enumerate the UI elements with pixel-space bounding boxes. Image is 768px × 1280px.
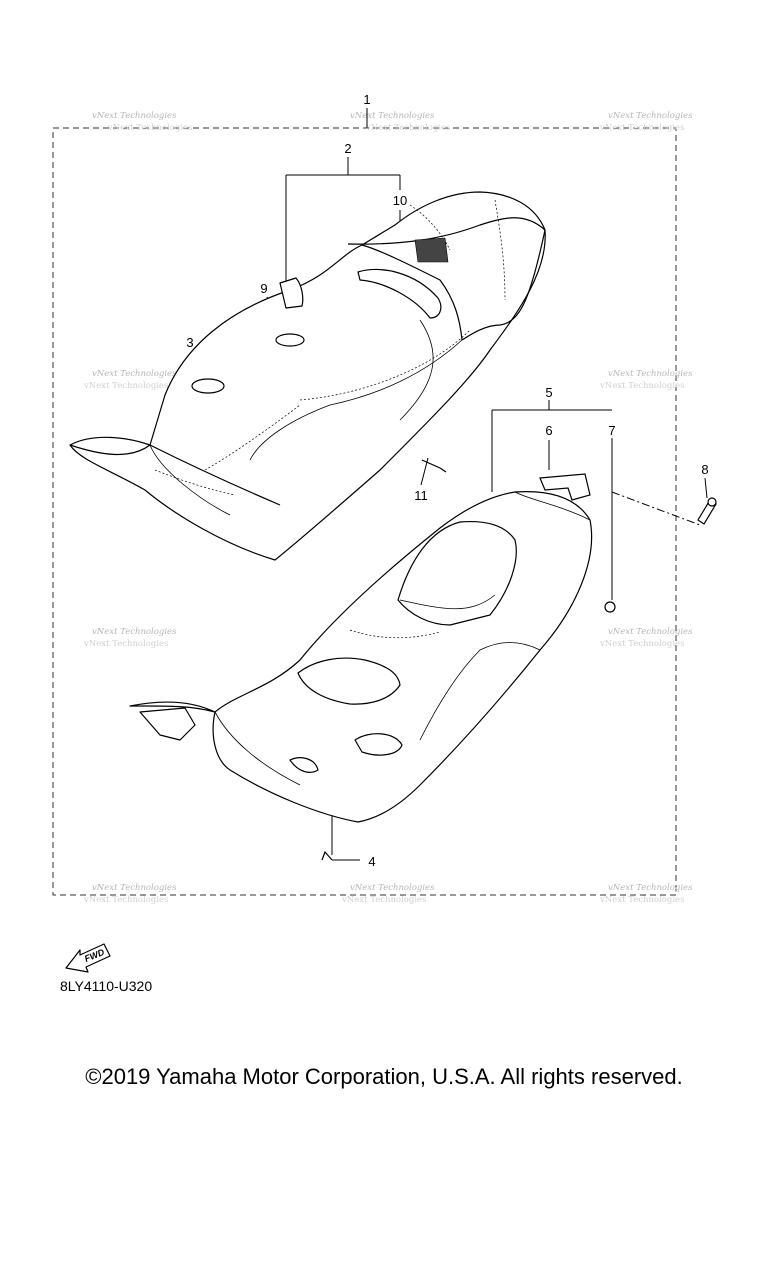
svg-text:vNext Technologies: vNext Technologies [599,123,684,133]
callout-9: 9 [260,281,267,296]
clip-4 [321,850,333,861]
seat [69,191,546,561]
svg-text:vNext Technologies: vNext Technologies [83,639,168,649]
svg-text:vNext Technologies: vNext Technologies [350,111,435,121]
callout-2: 2 [344,141,351,156]
bolt-8 [697,497,717,525]
callout-6: 6 [545,423,552,438]
nut-7 [604,601,616,613]
svg-text:vNext Technologies: vNext Technologies [83,895,168,905]
clip-11 [421,459,447,473]
bracket-6 [539,473,591,501]
svg-text:vNext Technologies: vNext Technologies [107,123,192,133]
callout-11: 11 [414,488,428,503]
svg-text:vNext Technologies: vNext Technologies [92,369,177,379]
svg-text:vNext Technologies: vNext Technologies [599,381,684,391]
callout-labels: 1 2 3 4 5 6 7 8 9 10 11 [186,92,708,869]
svg-text:vNext Technologies: vNext Technologies [83,381,168,391]
svg-text:vNext Technologies: vNext Technologies [341,895,426,905]
callout-8: 8 [701,462,708,477]
svg-text:vNext Technologies: vNext Technologies [599,639,684,649]
callout-4: 4 [368,854,375,869]
svg-text:vNext Technologies: vNext Technologies [608,627,693,637]
callout-3: 3 [186,335,193,350]
svg-text:vNext Technologies: vNext Technologies [92,627,177,637]
seat-base [129,491,593,823]
callout-5: 5 [545,385,552,400]
svg-text:vNext Technologies: vNext Technologies [365,123,450,133]
assembly-boundary [52,127,677,896]
diagram-code: 8LY4110-U320 [60,978,153,994]
svg-text:vNext Technologies: vNext Technologies [608,883,693,893]
svg-text:vNext Technologies: vNext Technologies [608,111,693,121]
callout-10: 10 [393,193,407,208]
svg-text:vNext Technologies: vNext Technologies [608,369,693,379]
svg-text:vNext Technologies: vNext Technologies [350,883,435,893]
svg-text:vNext Technologies: vNext Technologies [599,895,684,905]
fwd-arrow-icon: FWD [65,943,111,973]
callout-1: 1 [363,92,370,107]
copyright-notice: ©2019 Yamaha Motor Corporation, U.S.A. A… [85,1064,683,1089]
svg-text:vNext Technologies: vNext Technologies [92,883,177,893]
callout-7: 7 [608,423,615,438]
svg-text:vNext Technologies: vNext Technologies [92,111,177,121]
